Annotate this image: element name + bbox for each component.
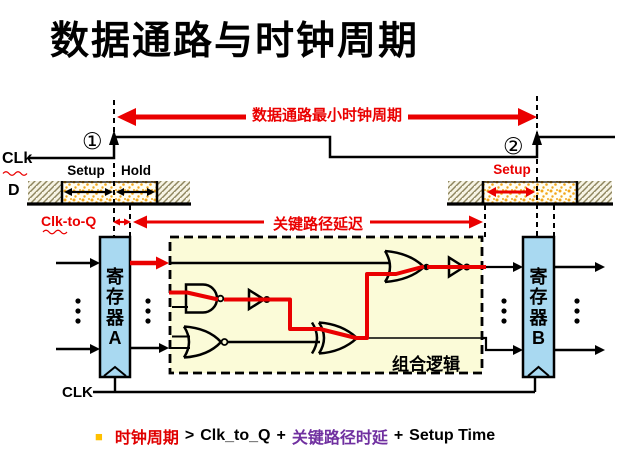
clock-waveform: [28, 130, 615, 160]
clock-edge2-arrowhead: [532, 130, 542, 145]
register-a-clock-chevron: [103, 365, 127, 377]
register-b-clock-chevron: [527, 365, 550, 377]
page-title: 数据通路与时钟周期: [50, 20, 420, 63]
ellipsis-dots: [75, 298, 580, 324]
clk-signal-label: CLk: [2, 150, 33, 167]
combinational-logic-box: [168, 235, 484, 375]
red-arrowhead-into-logic: [156, 256, 169, 270]
clk-distribution-label: CLK: [62, 384, 93, 401]
nor-gate: [182, 325, 229, 359]
formula-operator-plus-2: +: [393, 427, 404, 444]
d-band-right: [447, 181, 613, 206]
clock-edge-1-marker: ①: [82, 128, 103, 154]
clock-edge-2-marker: ②: [503, 133, 524, 159]
formula-term-clk-to-q: Clk_to_Q: [200, 427, 271, 444]
clock-edge1-arrowhead: [109, 130, 119, 145]
critical-path-delay-label: 关键路径延迟: [272, 216, 363, 233]
clk-to-q-label: Clk-to-Q: [41, 213, 97, 229]
formula-operator-gt: >: [184, 427, 195, 444]
combinational-logic-label: 组合逻辑: [392, 355, 460, 374]
hold-time-label: Hold: [121, 163, 151, 178]
clk-to-q-arrow: [113, 218, 131, 226]
dashed-reference-lines: [113, 96, 555, 237]
register-b-box: [521, 235, 556, 379]
formula-term-critical-path: 关键路径时延: [291, 430, 388, 447]
min-clock-period-label: 数据通路最小时钟周期: [251, 107, 402, 124]
register-a-label: 寄存器A: [106, 267, 124, 348]
critical-path-arrow: [133, 215, 483, 229]
critical-path-highlight: [130, 256, 486, 340]
clock-period-formula: ■ 时钟周期 > Clk_to_Q + 关键路径时延 + Setup Time: [92, 424, 498, 448]
setup-arrow-right: [487, 187, 535, 197]
min-period-arrow: [117, 108, 537, 126]
setup-time-label-right: Setup: [493, 162, 531, 177]
bullet-square-icon: ■: [95, 428, 103, 444]
setup-hold-arrows-left: [64, 188, 155, 196]
formula-term-clock-period: 时钟周期: [114, 430, 179, 447]
wavy-underlines: [2, 171, 68, 235]
setup-time-label-left: Setup: [67, 163, 105, 178]
formula-operator-plus-1: +: [276, 427, 286, 444]
d-signal-label: D: [8, 182, 20, 199]
register-b-label: 寄存器B: [529, 267, 548, 348]
formula-term-setup-time: Setup Time: [409, 427, 496, 444]
wires: [56, 258, 605, 394]
